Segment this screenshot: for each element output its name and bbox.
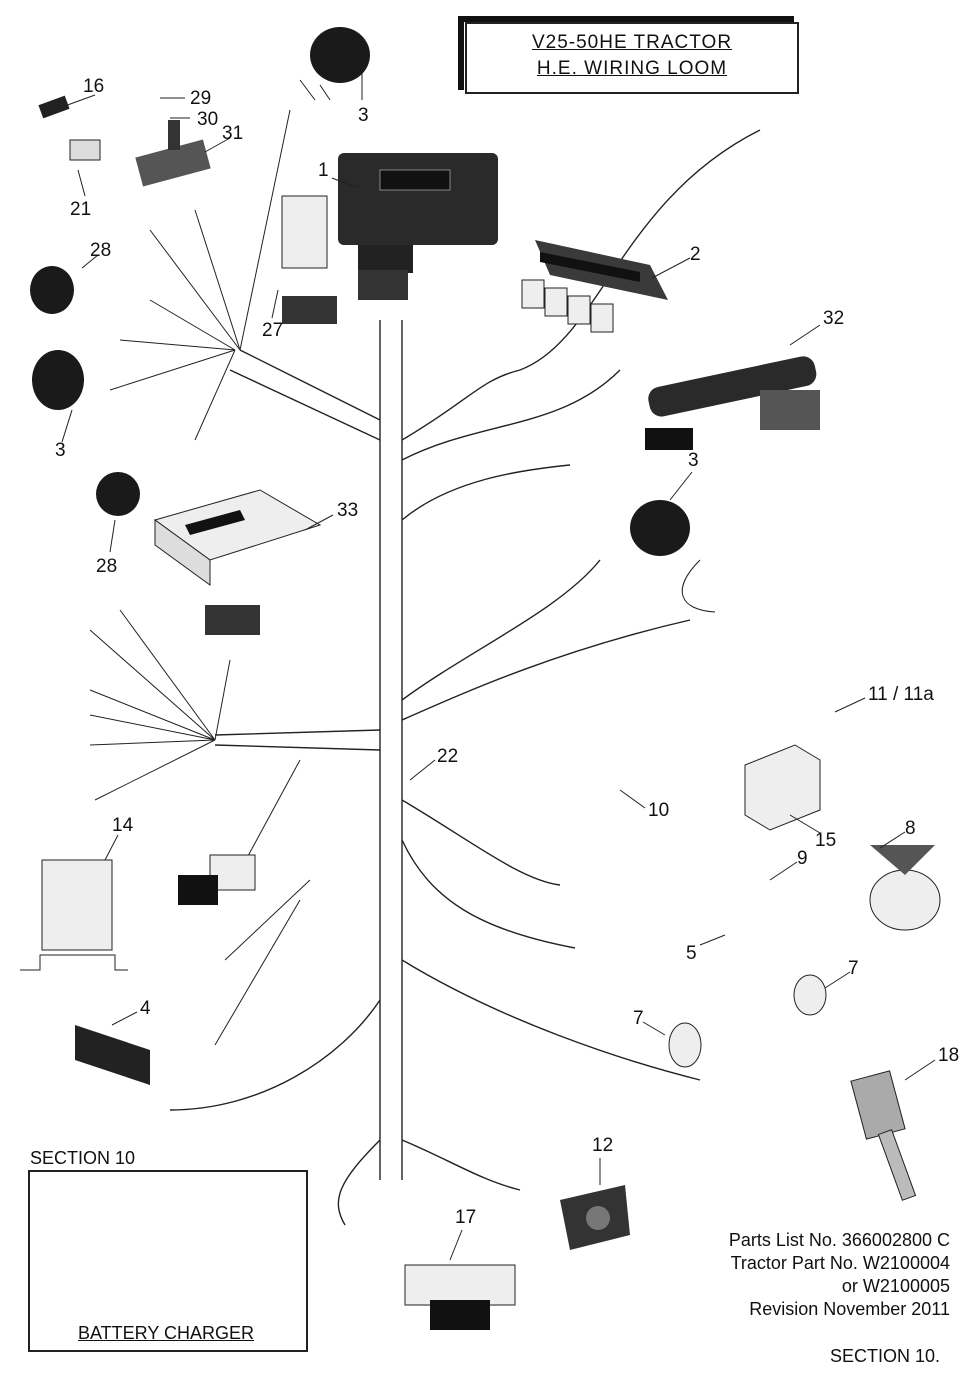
alt-part-number: or W2100005 bbox=[841, 1276, 950, 1296]
switch-3-top bbox=[299, 27, 370, 101]
callout-28-lower: 28 bbox=[96, 556, 118, 577]
callout-17: 17 bbox=[455, 1207, 477, 1228]
callout-12: 12 bbox=[592, 1135, 614, 1156]
throttle-pot bbox=[135, 120, 211, 187]
callout-7-right: 7 bbox=[848, 958, 859, 979]
callout-2: 2 bbox=[690, 244, 701, 265]
harness-trunk bbox=[169, 129, 761, 1226]
switch-28-lower bbox=[96, 472, 140, 516]
lamp-7-right bbox=[793, 974, 827, 1016]
battery-charger-inset bbox=[28, 1170, 308, 1352]
plug-27 bbox=[281, 195, 337, 324]
inset-caption: BATTERY CHARGER bbox=[78, 1323, 255, 1343]
title-line-1: V25-50HE TRACTOR bbox=[531, 32, 733, 53]
callout-14: 14 bbox=[112, 815, 134, 836]
callout-3-right: 3 bbox=[688, 450, 699, 471]
callout-3-left: 3 bbox=[55, 440, 66, 461]
tractor-part-number: Tractor Part No. W2100004 bbox=[730, 1253, 950, 1273]
relay-bank bbox=[521, 279, 614, 333]
callout-4: 4 bbox=[140, 998, 151, 1019]
callout-28-top: 28 bbox=[90, 240, 112, 261]
linear-actuator-32 bbox=[645, 356, 820, 450]
switch-17 bbox=[404, 1264, 516, 1330]
socket-12 bbox=[560, 1185, 630, 1250]
callout-1: 1 bbox=[318, 160, 329, 181]
branch-wires bbox=[89, 109, 716, 1046]
callout-27: 27 bbox=[262, 320, 284, 341]
actuator-18 bbox=[850, 1070, 917, 1201]
switch-3-left bbox=[32, 350, 84, 410]
callout-32: 32 bbox=[823, 308, 845, 329]
battery-15 bbox=[744, 744, 821, 831]
lamp-7-left bbox=[668, 1022, 702, 1068]
callout-16: 16 bbox=[83, 76, 105, 97]
callout-21: 21 bbox=[70, 199, 92, 220]
control-module bbox=[338, 153, 498, 273]
callout-9: 9 bbox=[797, 848, 808, 869]
callout-8: 8 bbox=[905, 818, 916, 839]
callout-11-11a: 11 / 11a bbox=[868, 684, 934, 705]
connector-main bbox=[358, 270, 408, 300]
section-footer: SECTION 10. bbox=[830, 1346, 941, 1366]
title-shadow bbox=[458, 16, 794, 90]
callout-31: 31 bbox=[222, 123, 244, 144]
horn-8 bbox=[869, 845, 941, 931]
title-line-2: H.E. WIRING LOOM bbox=[536, 58, 728, 79]
revision: Revision November 2011 bbox=[749, 1299, 950, 1319]
title-box: V25-50HE TRACTOR H.E. WIRING LOOM bbox=[465, 22, 799, 94]
callout-15: 15 bbox=[815, 830, 837, 851]
switch-4 bbox=[75, 1025, 150, 1085]
callout-30: 30 bbox=[197, 109, 219, 130]
inset-heading: SECTION 10 bbox=[30, 1148, 136, 1168]
callout-18: 18 bbox=[938, 1045, 960, 1066]
callout-3-top: 3 bbox=[358, 105, 369, 126]
key-switch bbox=[38, 95, 101, 161]
switch-3-right bbox=[630, 500, 690, 556]
callout-10: 10 bbox=[648, 800, 670, 821]
callout-33: 33 bbox=[337, 500, 359, 521]
callout-22: 22 bbox=[437, 746, 459, 767]
fuse-box bbox=[535, 240, 668, 300]
leader-lines bbox=[61, 72, 936, 1311]
callout-7-left: 7 bbox=[633, 1008, 644, 1029]
switch-28-top bbox=[30, 266, 74, 314]
callout-5: 5 bbox=[686, 943, 697, 964]
parts-list-number: Parts List No. 366002800 C bbox=[728, 1230, 950, 1250]
module-33 bbox=[153, 489, 322, 586]
callout-29: 29 bbox=[190, 88, 212, 109]
relay-plug bbox=[178, 854, 256, 905]
connector-mid bbox=[205, 605, 260, 635]
solenoid-14 bbox=[20, 859, 128, 971]
